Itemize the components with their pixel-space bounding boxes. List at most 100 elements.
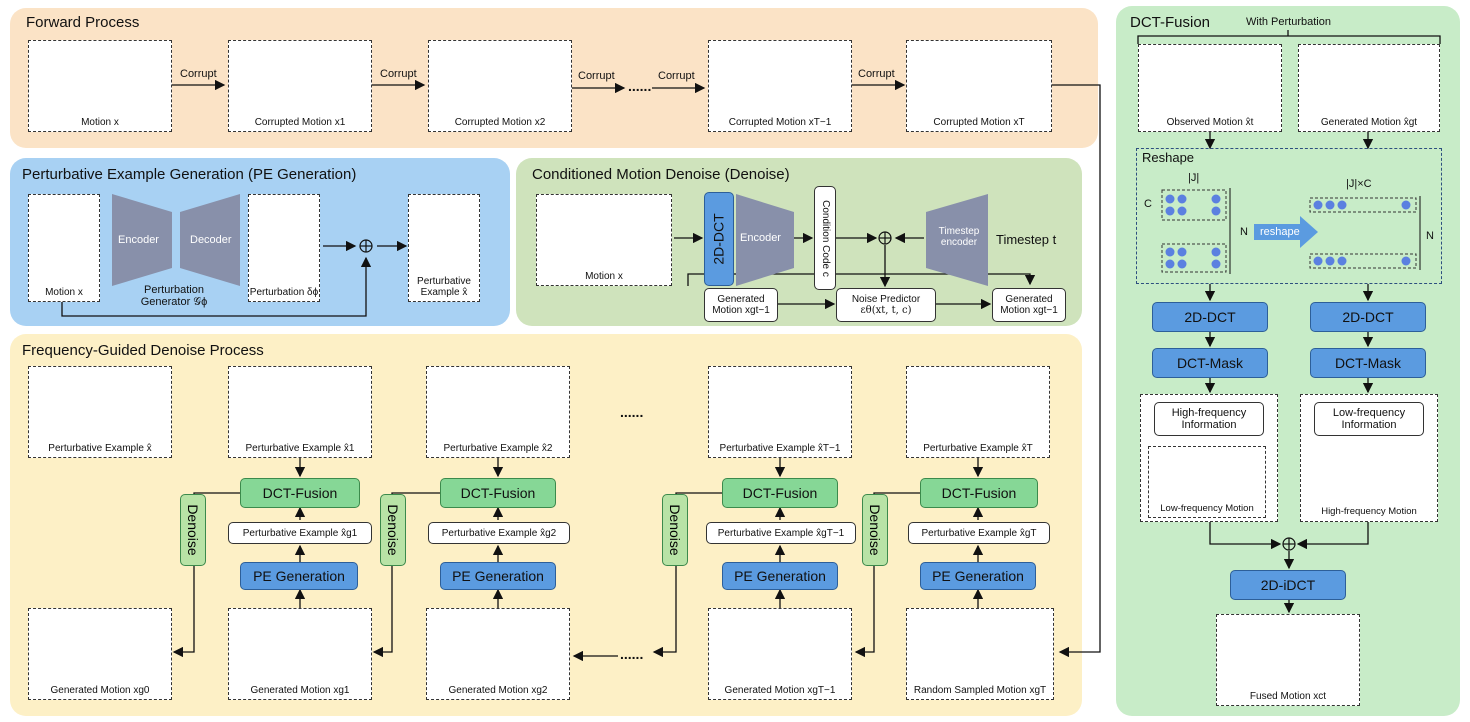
forward-caption: Corrupted Motion x2 — [454, 117, 546, 128]
fgd-bottom-box-0: Generated Motion xg0 — [28, 608, 172, 700]
reshape-n-left: N — [1240, 226, 1248, 238]
cmd-generated-out: Generated Motion xgt−1 — [992, 288, 1066, 322]
cmd-condition-label: Condition Code c — [819, 199, 831, 277]
cmd-motion-box: Motion x — [536, 194, 672, 286]
timestep-encoder-trapezoid — [926, 194, 988, 286]
reshape-jc: |J|×C — [1346, 178, 1372, 190]
observed-motion-box: Observed Motion x̂t — [1138, 44, 1282, 132]
dctf-title: DCT-Fusion — [1130, 14, 1211, 31]
fgd-bottom-box-3: Generated Motion xgT−1 — [708, 608, 852, 700]
fgd-title: Frequency-Guided Denoise Process — [22, 342, 264, 359]
pe-motion-box: Motion x — [28, 194, 100, 302]
dct-fusion-block-3: DCT-Fusion — [722, 478, 838, 508]
low-freq-motion-box: Low-frequency Motion — [1148, 446, 1266, 518]
dct-fusion-block-1: DCT-Fusion — [240, 478, 360, 508]
fgd-top-box-4: Perturbative Example x̂T — [906, 366, 1050, 458]
pe-motion-caption: Motion x — [45, 287, 83, 298]
cmd-generated-in-label: Generated Motion xgt−1 — [712, 294, 770, 316]
pe-example-box: Perturbative Example x̂ — [408, 194, 480, 302]
fgd-top-box-1: Perturbative Example x̂1 — [228, 366, 372, 458]
fgd-top-box-2: Perturbative Example x̂2 — [426, 366, 570, 458]
pe-encoder-label: Encoder — [118, 234, 159, 246]
reshape-n-right: N — [1426, 230, 1434, 242]
pe-encoder-trapezoid — [112, 194, 172, 286]
fused-caption: Fused Motion xct — [1249, 691, 1327, 702]
pe-decoder-trapezoid — [180, 194, 240, 286]
cmd-dct-label: 2D-DCT — [711, 213, 727, 265]
denoise-label: Denoise — [385, 504, 401, 556]
corrupt-label: Corrupt — [658, 70, 695, 82]
forward-box-xT: Corrupted Motion xT — [906, 40, 1052, 132]
high-freq-info: High-frequency Information — [1154, 402, 1264, 436]
pe-generation-block-3: PE Generation — [722, 562, 838, 590]
noise-predictor-block: Noise Predictor εθ(xt, t, c) — [836, 288, 936, 322]
generated-motion-box: Generated Motion x̂gt — [1298, 44, 1440, 132]
forward-caption: Corrupted Motion xT−1 — [728, 117, 832, 128]
corrupt-label: Corrupt — [858, 68, 895, 80]
pe-example-caption: Perturbative Example x̂ — [417, 276, 471, 298]
dctf-dct-right: 2D-DCT — [1310, 302, 1426, 332]
observed-caption: Observed Motion x̂t — [1166, 117, 1254, 128]
cmd-dct-block: 2D-DCT — [704, 192, 734, 286]
fgd-top-caption: Perturbative Example x̂T — [923, 443, 1033, 454]
corrupt-label: Corrupt — [578, 70, 615, 82]
cmd-encoder-trapezoid — [736, 194, 794, 286]
cmd-generated-in: Generated Motion xgt−1 — [704, 288, 778, 322]
reshape-c: C — [1144, 198, 1152, 210]
generated-caption: Generated Motion x̂gt — [1320, 117, 1418, 128]
dctf-mask-right: DCT-Mask — [1310, 348, 1426, 378]
noise-predictor-label: Noise Predictor — [851, 294, 921, 305]
fgd-bottom-box-2: Generated Motion xg2 — [426, 608, 570, 700]
fgd-top-caption: Perturbative Example x̂T−1 — [719, 443, 841, 454]
noise-formula: εθ(xt, t, c) — [860, 305, 912, 316]
forward-box-xT-1: Corrupted Motion xT−1 — [708, 40, 852, 132]
forward-caption: Corrupted Motion x1 — [254, 117, 346, 128]
fgd-bottom-ellipsis: ...... — [620, 646, 644, 662]
with-perturbation-label: With Perturbation — [1246, 16, 1331, 28]
forward-title: Forward Process — [26, 14, 140, 31]
forward-box-x1: Corrupted Motion x1 — [228, 40, 372, 132]
denoise-block-2: Denoise — [380, 494, 406, 566]
fgd-bottom-caption: Random Sampled Motion xgT — [913, 685, 1047, 696]
cmd-condition-block: Condition Code c — [814, 186, 836, 290]
pe-generation-block-1: PE Generation — [240, 562, 358, 590]
low-freq-info: Low-frequency Information — [1314, 402, 1424, 436]
denoise-title: Conditioned Motion Denoise (Denoise) — [532, 166, 790, 183]
fgd-bottom-caption: Generated Motion xg0 — [50, 685, 150, 696]
denoise-block-1: Denoise — [180, 494, 206, 566]
reshape-title: Reshape — [1142, 150, 1195, 165]
forward-caption: Motion x — [81, 117, 119, 128]
pe-generator-label: Perturbation Generator 𝒢ϕ — [140, 284, 208, 308]
denoise-label: Denoise — [185, 504, 201, 556]
fgd-top-box-3: Perturbative Example x̂T−1 — [708, 366, 852, 458]
fgd-bottom-caption: Generated Motion xg2 — [448, 685, 548, 696]
fgd-bottom-caption: Generated Motion xg1 — [250, 685, 350, 696]
cmd-generated-out-label: Generated Motion xgt−1 — [1000, 294, 1058, 316]
timestep-encoder-label: Timestep encoder — [938, 226, 980, 248]
pe-perturbation-box: Perturbation δϕ — [248, 194, 320, 302]
fgd-top-ellipsis: ...... — [620, 404, 644, 420]
low-freq-motion-caption: Low-frequency Motion — [1160, 503, 1254, 514]
fgd-top-caption: Perturbative Example x̂ — [48, 443, 152, 454]
denoise-block-3: Denoise — [662, 494, 688, 566]
forward-ellipsis: ...... — [628, 78, 652, 94]
fgd-top-caption: Perturbative Example x̂2 — [443, 443, 553, 454]
fgd-top-caption: Perturbative Example x̂1 — [245, 443, 355, 454]
dct-fusion-block-2: DCT-Fusion — [440, 478, 556, 508]
dctf-idct: 2D-iDCT — [1230, 570, 1346, 600]
denoise-label: Denoise — [667, 504, 683, 556]
cmd-motion-caption: Motion x — [585, 271, 623, 282]
timestep-label: Timestep t — [996, 232, 1057, 247]
forward-box-motion: Motion x — [28, 40, 172, 132]
pe-generation-block-4: PE Generation — [920, 562, 1036, 590]
pe-title: Perturbative Example Generation (PE Gene… — [22, 166, 357, 183]
reshape-box — [1136, 148, 1442, 284]
fused-motion-box: Fused Motion xct — [1216, 614, 1360, 706]
fgd-pert-3: Perturbative Example x̂gT−1 — [706, 522, 856, 544]
forward-caption: Corrupted Motion xT — [933, 117, 1025, 128]
denoise-label: Denoise — [867, 504, 883, 556]
fgd-pert-2: Perturbative Example x̂g2 — [428, 522, 570, 544]
reshape-j: |J| — [1188, 172, 1200, 184]
high-freq-motion-caption: High-frequency Motion — [1321, 506, 1417, 517]
fgd-pert-4: Perturbative Example x̂gT — [908, 522, 1050, 544]
